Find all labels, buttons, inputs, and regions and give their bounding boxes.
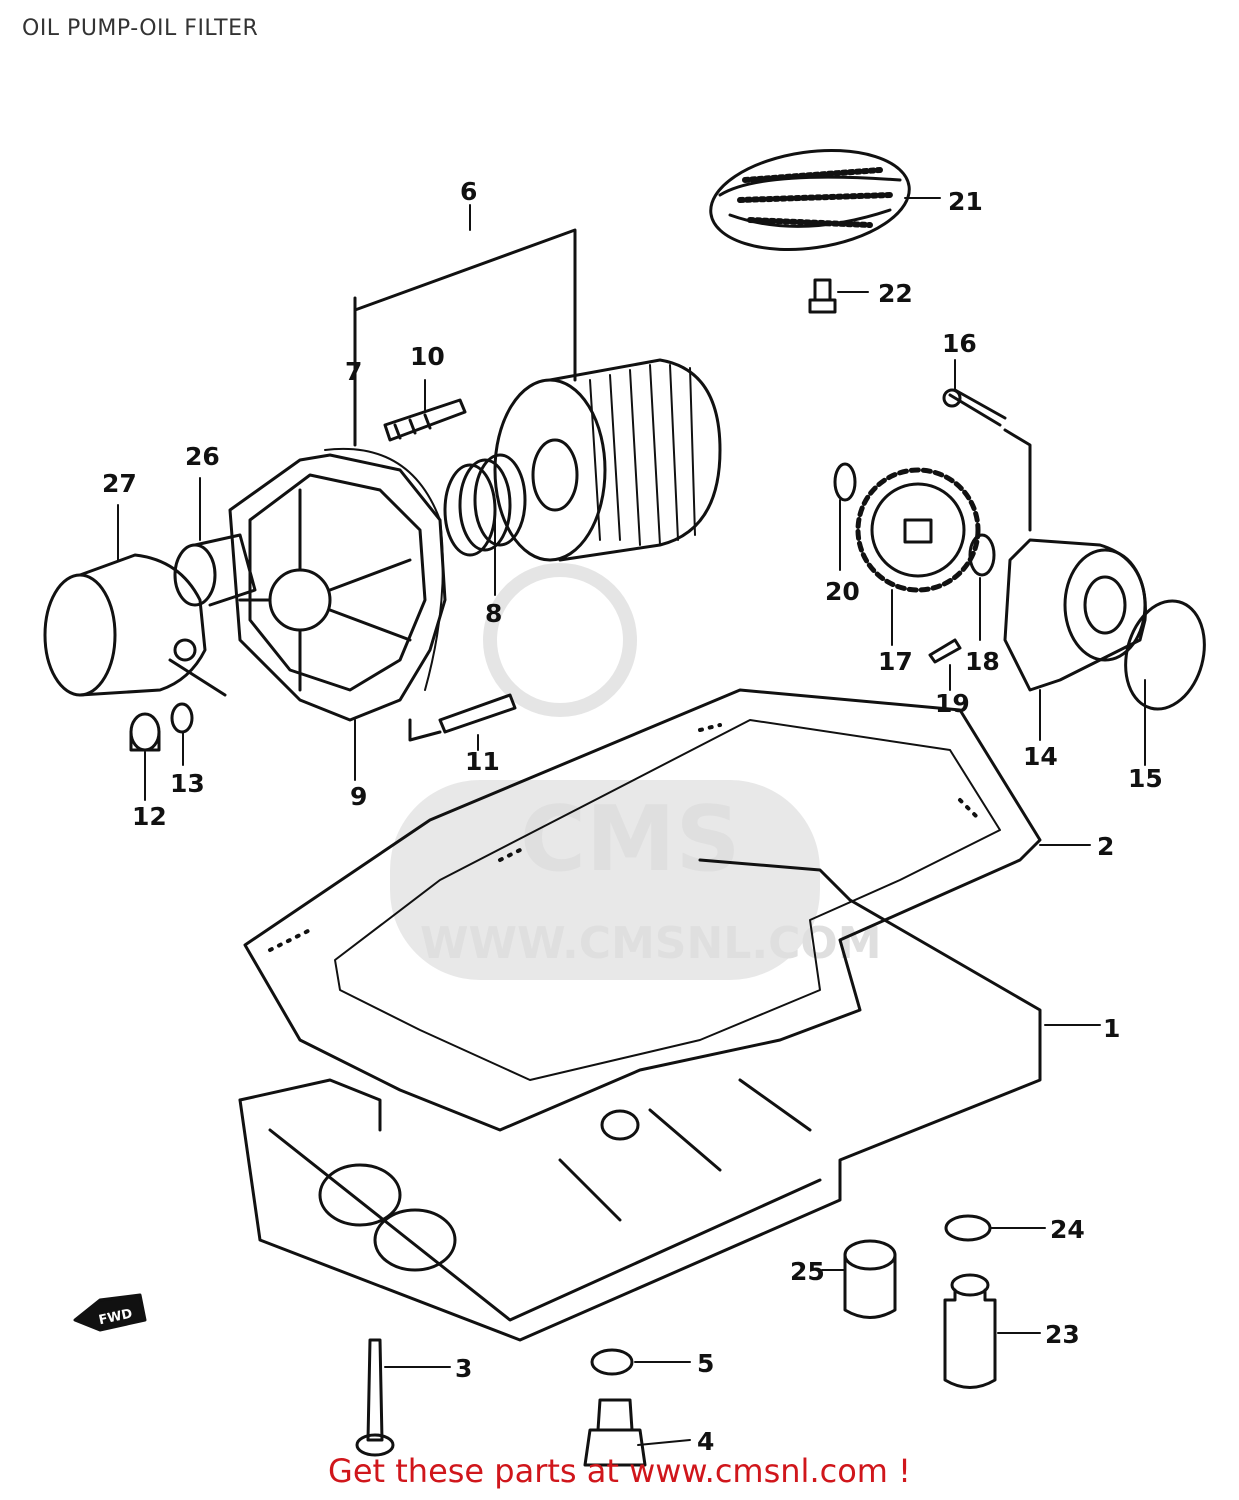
callout-15: 15 xyxy=(1128,764,1163,793)
dowel-pin-part xyxy=(438,693,517,734)
oil-pump-gear-part xyxy=(855,467,981,593)
callout-21: 21 xyxy=(948,187,983,216)
callout-10: 10 xyxy=(410,342,445,371)
spring-part xyxy=(443,453,527,557)
callout-24: 24 xyxy=(1050,1215,1085,1244)
filter-assembly-bracket xyxy=(353,228,577,382)
callout-20: 20 xyxy=(825,577,860,606)
callout-18: 18 xyxy=(965,647,1000,676)
callout-14: 14 xyxy=(1023,742,1058,771)
callout-3: 3 xyxy=(455,1354,472,1383)
pin-19-part xyxy=(928,638,962,664)
oil-pump-part xyxy=(1003,538,1147,692)
callout-9: 9 xyxy=(350,782,367,811)
callout-7: 7 xyxy=(345,357,362,386)
callout-22: 22 xyxy=(878,279,913,308)
filter-cover-part xyxy=(228,453,447,722)
oil-pan-part xyxy=(238,858,1042,1342)
watermark-url: WWW.CMSNL.COM xyxy=(420,918,882,969)
callout-23: 23 xyxy=(1045,1320,1080,1349)
washer-24-part xyxy=(944,1214,992,1242)
oil-pressure-switch-part xyxy=(943,1273,997,1389)
fwd-arrow-icon xyxy=(73,1293,147,1332)
drain-plug-part xyxy=(583,1398,647,1467)
stud-part xyxy=(383,398,467,442)
watermark-brand: CMS xyxy=(520,787,740,892)
callout-27: 27 xyxy=(102,469,137,498)
fwd-label: FWD xyxy=(97,1306,134,1328)
callout-16: 16 xyxy=(942,329,977,358)
washer-5-part xyxy=(590,1348,634,1376)
bypass-valve-part xyxy=(173,533,257,607)
footer-link[interactable]: Get these parts at www.cmsnl.com ! xyxy=(328,1452,911,1490)
callout-25: 25 xyxy=(790,1257,825,1286)
o-ring-part xyxy=(1124,599,1206,711)
washer-18-part xyxy=(968,533,996,577)
adapter-part xyxy=(843,1239,897,1319)
oil-pan-gasket-part xyxy=(243,688,1042,1132)
leader-lines xyxy=(117,197,1146,1446)
strainer-screw-part xyxy=(808,278,837,314)
oil-strainer-part xyxy=(709,148,911,252)
callout-1: 1 xyxy=(1103,1014,1120,1043)
callout-13: 13 xyxy=(170,769,205,798)
washer-13-part xyxy=(170,702,194,734)
watermark: CMS WWW.CMSNL.COM xyxy=(390,563,882,980)
callout-19: 19 xyxy=(935,689,970,718)
callout-2: 2 xyxy=(1097,832,1114,861)
callout-12: 12 xyxy=(132,802,167,831)
callout-5: 5 xyxy=(697,1349,714,1378)
callout-8: 8 xyxy=(485,599,502,628)
pan-bolt-part xyxy=(366,1338,384,1442)
callout-6: 6 xyxy=(460,177,477,206)
filter-gasket-part xyxy=(324,447,444,691)
oil-filter-element-part xyxy=(493,358,722,562)
callout-11: 11 xyxy=(465,747,500,776)
oil-filter-cap-part xyxy=(43,553,227,697)
callout-26: 26 xyxy=(185,442,220,471)
circlip-part xyxy=(833,462,857,502)
callout-4: 4 xyxy=(697,1427,714,1456)
page-title: OIL PUMP-OIL FILTER xyxy=(22,16,259,41)
callout-17: 17 xyxy=(878,647,913,676)
cap-nut-part xyxy=(129,712,161,752)
